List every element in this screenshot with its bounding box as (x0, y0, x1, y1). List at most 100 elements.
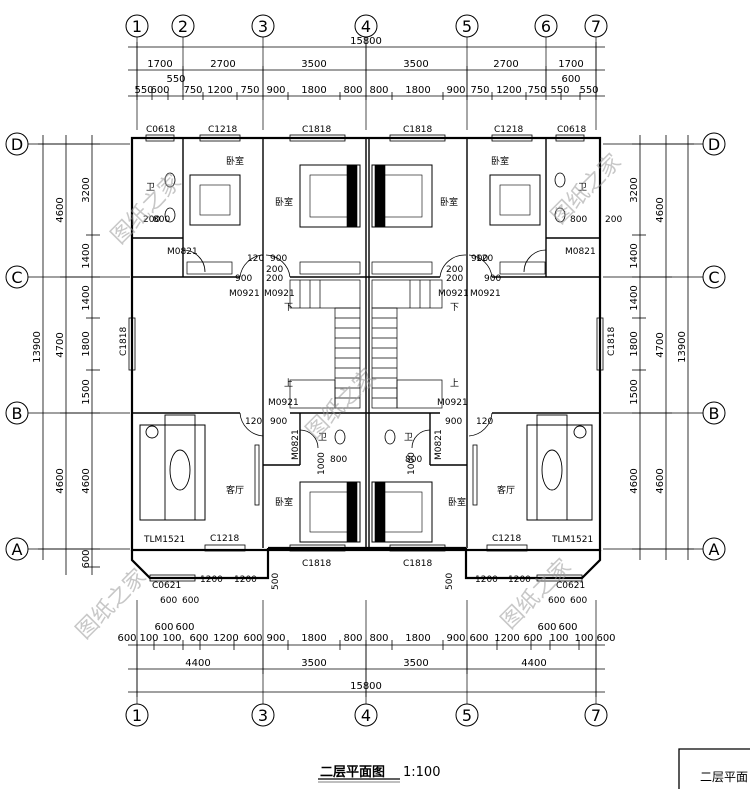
dim-left-inner: 4600 (81, 468, 92, 493)
room-name: 卧室 (491, 155, 509, 167)
door-label: M0921 (229, 289, 260, 299)
dim-bottom-row2: 100 (162, 633, 181, 644)
stair-label: 上 (450, 378, 459, 389)
window-label: C1218 (208, 125, 237, 135)
dim-left-inner: 1400 (81, 243, 92, 268)
dim-top-row2: 750 (527, 85, 546, 96)
small-dim: 200 (143, 215, 160, 225)
dim-left-inner: 1800 (81, 331, 92, 356)
drawing-title: 二层平面图 (320, 765, 385, 780)
small-dim: 800 (153, 215, 170, 225)
small-dim: 200 (446, 265, 463, 275)
small-dim: 600 (160, 596, 177, 606)
axis-bubbles-left (5, 132, 29, 561)
axis-label-left: A (12, 540, 23, 559)
dim-bottom-row2: 100 (549, 633, 568, 644)
small-dim: 1200 (234, 575, 257, 585)
room-name: 卫 (578, 183, 587, 193)
dim-top-row2: 800 (343, 85, 362, 96)
door-label: M0921 (268, 398, 299, 408)
wardrobes (186, 261, 546, 275)
dim-left-inner: 1400 (81, 285, 92, 310)
dim-right-outer: 4600 (655, 197, 666, 222)
axis-label-bottom: 5 (462, 706, 472, 725)
toilets (164, 172, 566, 445)
dim-top-row1: 2700 (210, 59, 235, 70)
dim-top-row2: 600 (150, 85, 169, 96)
room-name: 卫 (318, 433, 327, 443)
dimension-lines-bottom (128, 640, 605, 697)
sofas (145, 414, 587, 521)
watermark: 图纸之家 (107, 169, 187, 249)
window-label: C1818 (302, 125, 331, 135)
small-dim: 1000 (407, 452, 417, 475)
window-label: C1818 (607, 327, 617, 356)
room-name: 客厅 (226, 484, 244, 496)
small-dim: 800 (570, 215, 587, 225)
dim-top-row2: 1800 (301, 85, 326, 96)
axis-label-bottom: 3 (258, 706, 268, 725)
dim-bottom-row2: 800 (369, 633, 388, 644)
drawing-scale: 1:100 (403, 765, 440, 780)
stair-label: 下 (284, 303, 293, 313)
window-label: C1818 (403, 125, 432, 135)
dim-bottom-row2: 600 (523, 633, 542, 644)
room-name: 卧室 (275, 496, 293, 508)
small-dim: 120 (245, 417, 262, 427)
small-dim: 500 (445, 573, 455, 590)
dim-top-row2: 550 (134, 85, 153, 96)
dim-bottom-row1: 4400 (521, 658, 546, 669)
inset-title: 二层平面 (700, 770, 748, 784)
door-label: M0821 (291, 429, 301, 460)
stair-label: 上 (284, 378, 293, 389)
small-dim: 1000 (317, 452, 327, 475)
small-dim: 900 (270, 417, 287, 427)
axis-bubbles-right (702, 132, 726, 561)
dim-bottom-row2: 1800 (301, 633, 326, 644)
dim-left-outer: 4700 (55, 332, 66, 357)
axis-label-bottom: 1 (132, 706, 142, 725)
small-dim: 600 (182, 596, 199, 606)
small-dim: 900 (484, 274, 501, 284)
axis-label-left: C (11, 268, 22, 287)
dim-top-row2: 900 (266, 85, 285, 96)
axis-label-top: 2 (178, 17, 188, 36)
inset-title-frame (678, 748, 750, 789)
axis-label-right: B (709, 404, 720, 423)
axis-label-right: C (708, 268, 719, 287)
room-name: 卧室 (275, 196, 293, 208)
dim-bottom-row2: 1800 (405, 633, 430, 644)
small-dim: 800 (405, 455, 422, 465)
small-dim: 1200 (508, 575, 531, 585)
dim-overall-left: 13900 (32, 331, 43, 363)
dim-top-row2: 900 (446, 85, 465, 96)
dimension-lines-right (632, 135, 694, 560)
dim-right-inner: 1500 (629, 379, 640, 404)
small-dim: 500 (271, 573, 281, 590)
dim-bottom-row2: 1200 (494, 633, 519, 644)
dim-top-row2: 1800 (405, 85, 430, 96)
window-label: C1218 (492, 534, 521, 544)
door-label: TLM1521 (551, 535, 593, 545)
dim-top-extra: 550 (166, 74, 185, 85)
dim-top-row2: 750 (240, 85, 259, 96)
small-dim: 200 (446, 274, 463, 284)
small-dim: 120 (476, 254, 493, 264)
dim-bottom-row2: 600 (189, 633, 208, 644)
window-label: C0618 (146, 125, 175, 135)
axis-label-top: 6 (541, 17, 551, 36)
dimension-lines-top (128, 42, 605, 100)
window-label: C1218 (494, 125, 523, 135)
dim-top-row1: 1700 (558, 59, 583, 70)
dim-overall-right: 13900 (677, 331, 688, 363)
small-dim: 200 (266, 265, 283, 275)
dim-bottom-row2: 100 (574, 633, 593, 644)
windows (128, 134, 604, 582)
axis-label-bottom: 4 (361, 706, 371, 725)
dim-left-outer: 4600 (55, 468, 66, 493)
window-label: C0618 (557, 125, 586, 135)
door-label: M0921 (437, 398, 468, 408)
dim-right-inner: 1400 (629, 243, 640, 268)
dim-right-inner: 3200 (629, 177, 640, 202)
window-label: C0621 (556, 581, 585, 591)
